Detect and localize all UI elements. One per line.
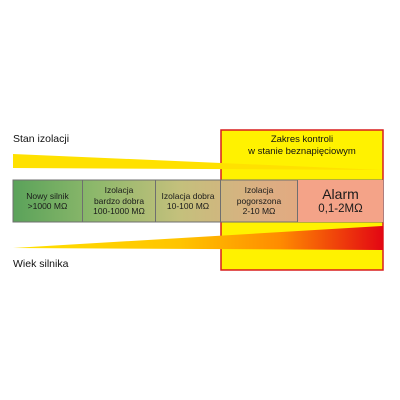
scale-cell-very-good: Izolacja bardzo dobra 100-1000 MΩ: [83, 180, 156, 222]
scale-cell-degraded: Izolacja pogorszona 2-10 MΩ: [221, 180, 298, 222]
scale-cell-alarm: Alarm 0,1-2MΩ: [298, 180, 383, 222]
scale-cell-text: bardzo dobra: [93, 195, 145, 206]
scale-cell-range: >1000 MΩ: [27, 201, 68, 211]
scale-cell-text: Izolacja: [244, 185, 274, 196]
insulation-state-label: Stan izolacji: [13, 133, 70, 145]
motor-age-wedge: [13, 226, 383, 250]
control-zone-title-line2: w stanie beznapięciowym: [248, 146, 356, 157]
scale-cell-text: Nowy silnik: [26, 190, 69, 201]
control-zone-title: Zakres kontroli w stanie beznapięciowym: [222, 134, 382, 158]
scale-cell-range: 2-10 MΩ: [242, 206, 276, 217]
scale-cell-text: pogorszona: [236, 195, 282, 206]
scale-cell-new-motor: Nowy silnik >1000 MΩ: [13, 180, 83, 222]
insulation-state-wedge: [13, 154, 383, 170]
scale-cell-range: 100-1000 MΩ: [93, 206, 145, 217]
control-zone-title-line1: Zakres kontroli: [270, 134, 334, 145]
scale-cell-good: Izolacja dobra 10-100 MΩ: [156, 180, 221, 222]
alarm-range: 0,1-2MΩ: [318, 203, 363, 215]
motor-age-label: Wiek silnika: [13, 258, 69, 270]
scale-cell-range: 10-100 MΩ: [166, 201, 210, 211]
alarm-title: Alarm: [322, 186, 359, 202]
scale-cell-text: Izolacja: [104, 185, 134, 196]
scale-cell-text: Izolacja dobra: [161, 190, 215, 201]
alarm-cell-bg: [298, 180, 383, 222]
